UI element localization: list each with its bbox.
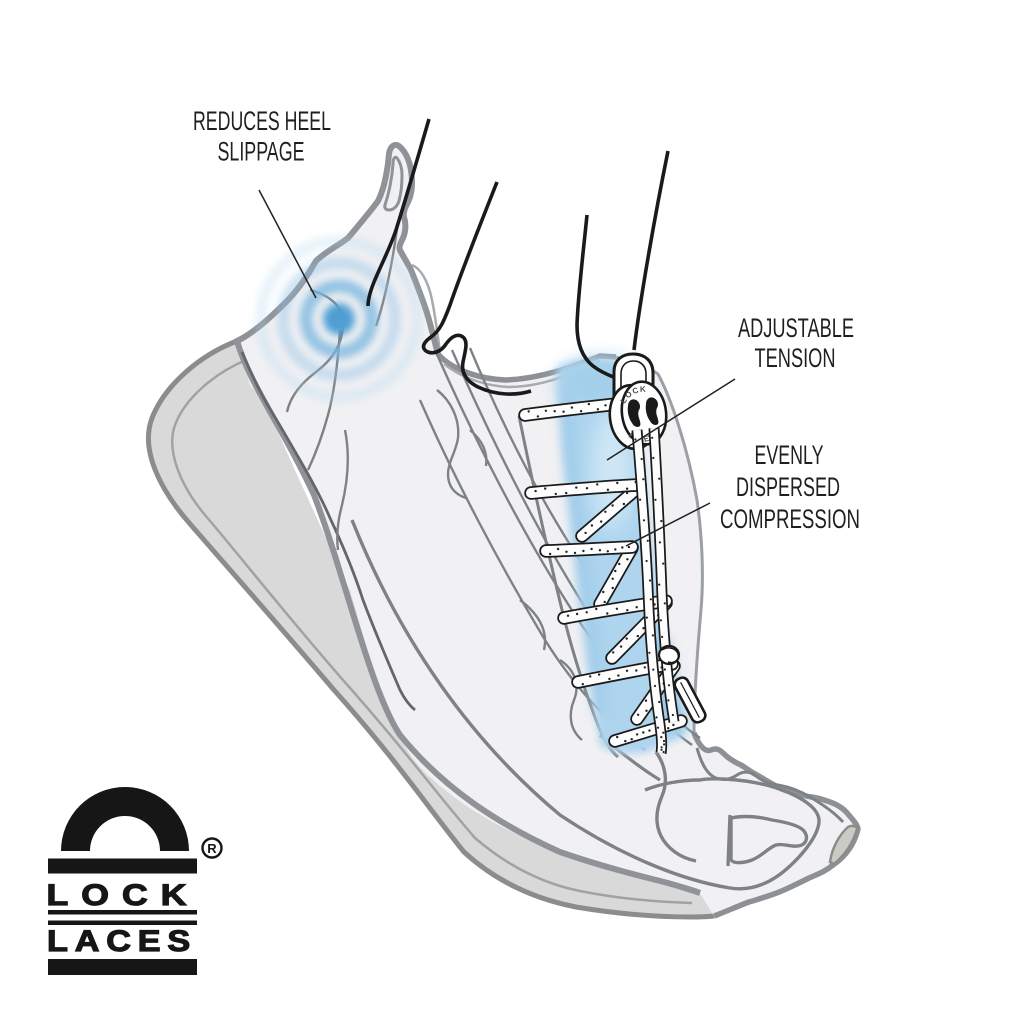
svg-text:COMPRESSION: COMPRESSION: [720, 504, 860, 534]
svg-text:LACES: LACES: [47, 925, 197, 958]
svg-text:REDUCES HEEL: REDUCES HEEL: [193, 106, 331, 136]
svg-text:EVENLY: EVENLY: [755, 440, 824, 470]
svg-text:SLIPPAGE: SLIPPAGE: [218, 137, 305, 167]
svg-text:R: R: [207, 841, 217, 856]
svg-text:DISPERSED: DISPERSED: [736, 472, 840, 502]
svg-text:ADJUSTABLE: ADJUSTABLE: [738, 313, 854, 343]
svg-text:LOCK: LOCK: [47, 879, 200, 912]
svg-text:TENSION: TENSION: [755, 343, 836, 373]
